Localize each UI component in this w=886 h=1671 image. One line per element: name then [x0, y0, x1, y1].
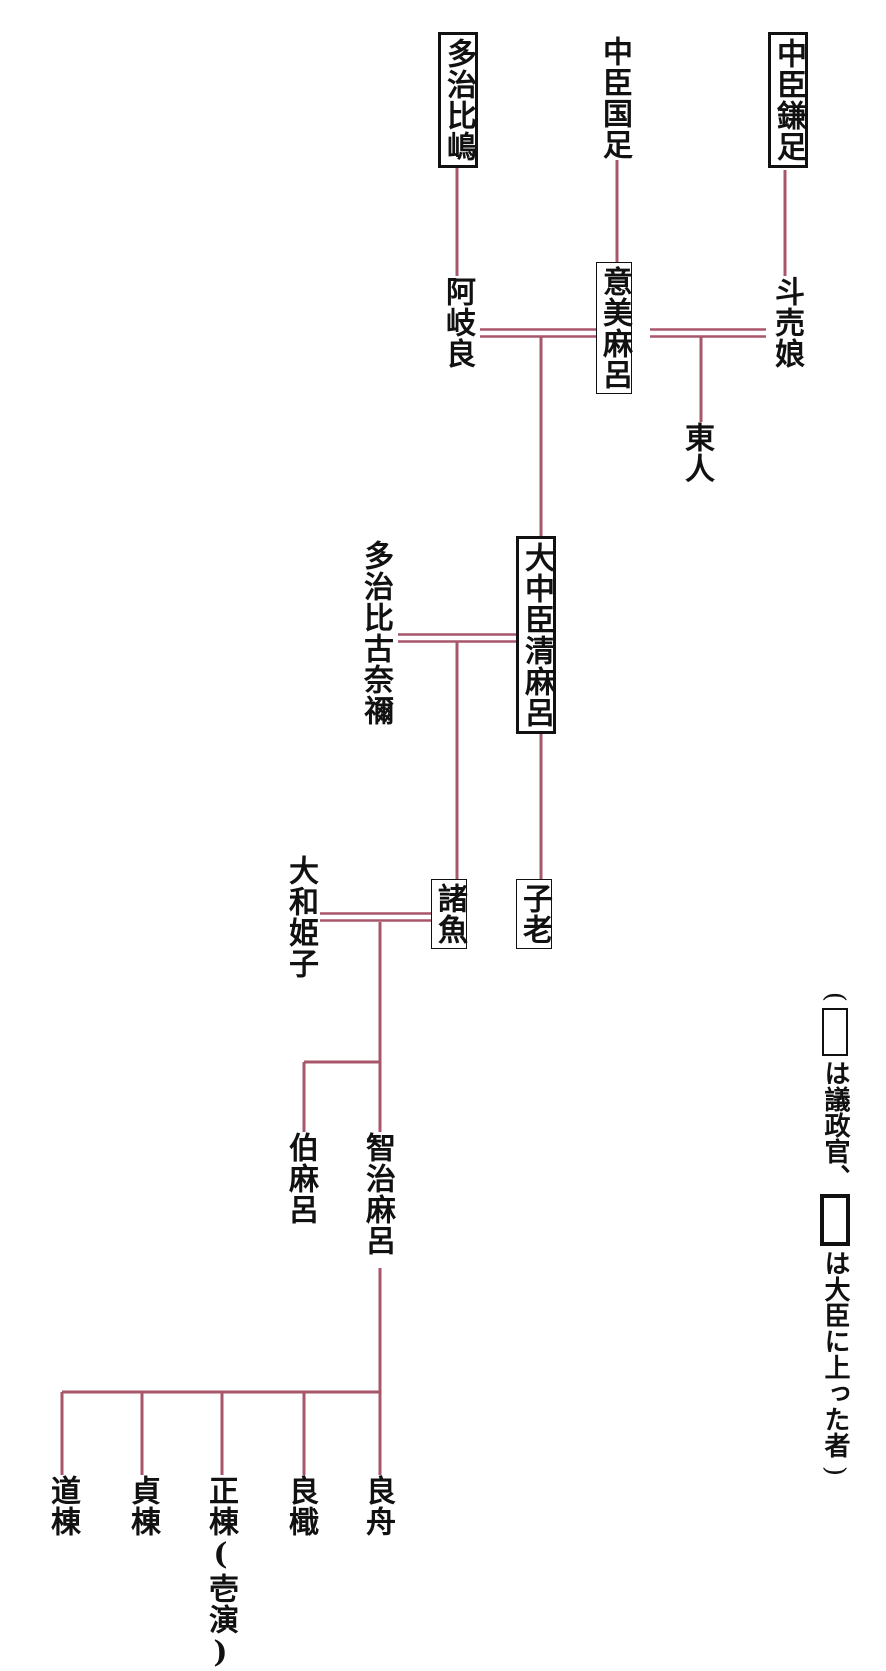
- person-azumahito: 東人: [679, 422, 714, 484]
- legend-open-paren: (: [820, 991, 850, 1003]
- person-masamune: 正棟(壱演): [203, 1475, 238, 1671]
- person-nakatomi-kamatari: 中臣鎌足: [768, 32, 808, 168]
- person-tomeiratsume: 斗売娘: [769, 276, 804, 369]
- legend-close-paren: ): [820, 1465, 850, 1477]
- legend: ( は議政官、 は大臣に上った者 ): [818, 988, 852, 1480]
- person-michimune: 道棟: [45, 1475, 80, 1537]
- person-tajihi-shima: 多治比嶋: [438, 32, 478, 168]
- person-chijimaro: 智治麻呂: [360, 1132, 395, 1256]
- person-yoshiori: 良檝: [283, 1475, 318, 1537]
- person-morouo: 諸魚: [431, 879, 467, 949]
- legend-text-council: は議政官、: [820, 1060, 850, 1190]
- legend-thick-box: [820, 1194, 850, 1246]
- person-kiyomaro: 大中臣清麻呂: [516, 536, 556, 734]
- person-tajihi-konamine: 多治比古奈禰: [358, 540, 393, 726]
- person-hakumaro: 伯麻呂: [283, 1132, 318, 1225]
- person-sadamune: 貞棟: [125, 1475, 160, 1537]
- person-korou: 子老: [516, 879, 552, 949]
- person-yamato-hime: 大和姫子: [283, 855, 318, 979]
- person-akira: 阿岐良: [440, 276, 475, 369]
- person-yoshifune: 良舟: [360, 1475, 395, 1537]
- person-omimaro: 意美麻呂: [596, 262, 632, 394]
- legend-text-minister: は大臣に上った者: [820, 1250, 850, 1458]
- person-nakatomi-kunitari: 中臣国足: [597, 36, 632, 160]
- legend-thin-box: [822, 1008, 848, 1056]
